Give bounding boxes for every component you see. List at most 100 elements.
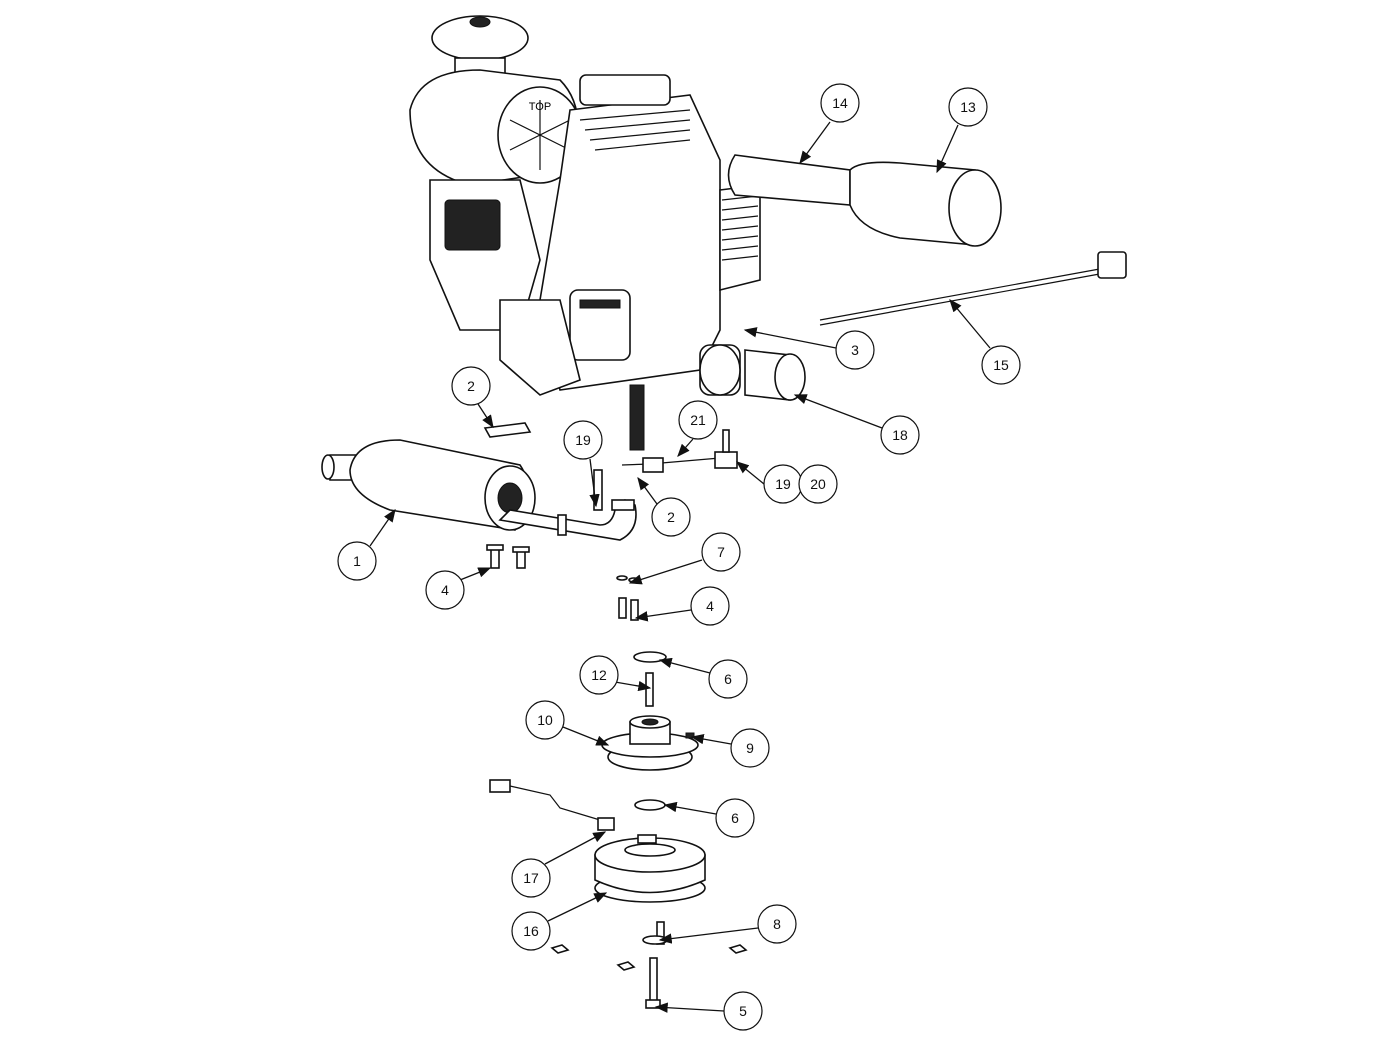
callout-17: 17	[511, 858, 551, 898]
callout-9: 9	[730, 728, 770, 768]
callout-number: 20	[810, 476, 826, 492]
callout-circle	[511, 858, 551, 898]
leader-line	[677, 438, 694, 457]
callout-4: 4	[425, 570, 465, 610]
callout-12: 12	[579, 655, 619, 695]
callout-circle	[880, 415, 920, 455]
callout-circle	[981, 345, 1021, 385]
callout-6: 6	[708, 659, 748, 699]
callout-number: 19	[575, 432, 591, 448]
muffler	[321, 439, 637, 541]
callout-number: 1	[353, 553, 361, 569]
callout-circle	[579, 655, 619, 695]
callout-13: 13	[948, 87, 988, 127]
leader-line	[562, 726, 610, 746]
callout-circle	[701, 532, 741, 572]
callout-number: 12	[591, 667, 607, 683]
callout-circle	[757, 904, 797, 944]
leader-line	[743, 327, 837, 349]
callout-2: 2	[651, 497, 691, 537]
callout-circle	[835, 330, 875, 370]
dipstick	[819, 251, 1127, 326]
callout-16: 16	[511, 911, 551, 951]
leader-line	[459, 567, 492, 581]
callout-number: 6	[731, 810, 739, 826]
leader-line	[544, 831, 607, 865]
callout-number: 10	[537, 712, 553, 728]
callout-number: 14	[832, 95, 848, 111]
callout-circle	[451, 366, 491, 406]
leader-line	[628, 559, 703, 585]
leader-line	[634, 609, 692, 622]
callout-number: 2	[467, 378, 475, 394]
leader-line	[369, 508, 396, 547]
callout-21: 21	[678, 400, 718, 440]
callout-circle	[563, 420, 603, 460]
callout-circle	[715, 798, 755, 838]
callout-number: 9	[746, 740, 754, 756]
callout-circle	[425, 570, 465, 610]
callout-number: 13	[960, 99, 976, 115]
callout-5: 5	[723, 991, 763, 1031]
callout-circle	[678, 400, 718, 440]
leader-line	[735, 461, 765, 485]
callout-circle	[798, 464, 838, 504]
pulley	[601, 715, 699, 771]
callout-14: 14	[820, 83, 860, 123]
callout-circle	[948, 87, 988, 127]
callout-number: 4	[441, 582, 449, 598]
leader-line	[799, 121, 831, 165]
muffler-guard-assembly	[727, 154, 1002, 247]
callout-number: 17	[523, 870, 539, 886]
callout-2: 2	[451, 366, 491, 406]
callout-6: 6	[715, 798, 755, 838]
clutch-wire	[489, 779, 615, 831]
callout-circle	[730, 728, 770, 768]
callout-number: 19	[775, 476, 791, 492]
callout-number: 4	[706, 598, 714, 614]
callout-19: 19	[763, 464, 803, 504]
leader-line	[637, 476, 658, 505]
callout-number: 8	[773, 916, 781, 932]
callout-circle	[337, 541, 377, 581]
callout-20: 20	[798, 464, 838, 504]
leader-lines	[369, 121, 991, 1013]
callout-number: 7	[717, 544, 725, 560]
leader-line	[936, 124, 959, 174]
callout-15: 15	[981, 345, 1021, 385]
leader-line	[793, 394, 883, 429]
leader-line	[477, 403, 494, 429]
leader-line	[690, 733, 732, 745]
leader-line	[654, 1002, 725, 1013]
callout-circle	[723, 991, 763, 1031]
callout-number: 2	[667, 509, 675, 525]
leader-line	[658, 927, 759, 944]
callout-4: 4	[690, 586, 730, 626]
gasket	[483, 422, 532, 438]
top-label: TOP	[529, 101, 551, 113]
wire-harness	[621, 429, 738, 473]
callout-circle	[708, 659, 748, 699]
callout-circle	[651, 497, 691, 537]
engine-assembly: TOP	[409, 15, 761, 451]
callout-7: 7	[701, 532, 741, 572]
electric-clutch	[594, 834, 706, 903]
callout-circle	[525, 700, 565, 740]
callout-18: 18	[880, 415, 920, 455]
callout-number: 6	[724, 671, 732, 687]
callout-number: 21	[690, 412, 706, 428]
callout-3: 3	[835, 330, 875, 370]
callout-number: 5	[739, 1003, 747, 1019]
leader-line	[614, 680, 652, 692]
callout-circle	[511, 911, 551, 951]
callout-1: 1	[337, 541, 377, 581]
callout-circle	[690, 586, 730, 626]
leader-line	[547, 892, 608, 922]
callout-19: 19	[563, 420, 603, 460]
callout-circle	[820, 83, 860, 123]
callout-number: 18	[892, 427, 908, 443]
callout-8: 8	[757, 904, 797, 944]
